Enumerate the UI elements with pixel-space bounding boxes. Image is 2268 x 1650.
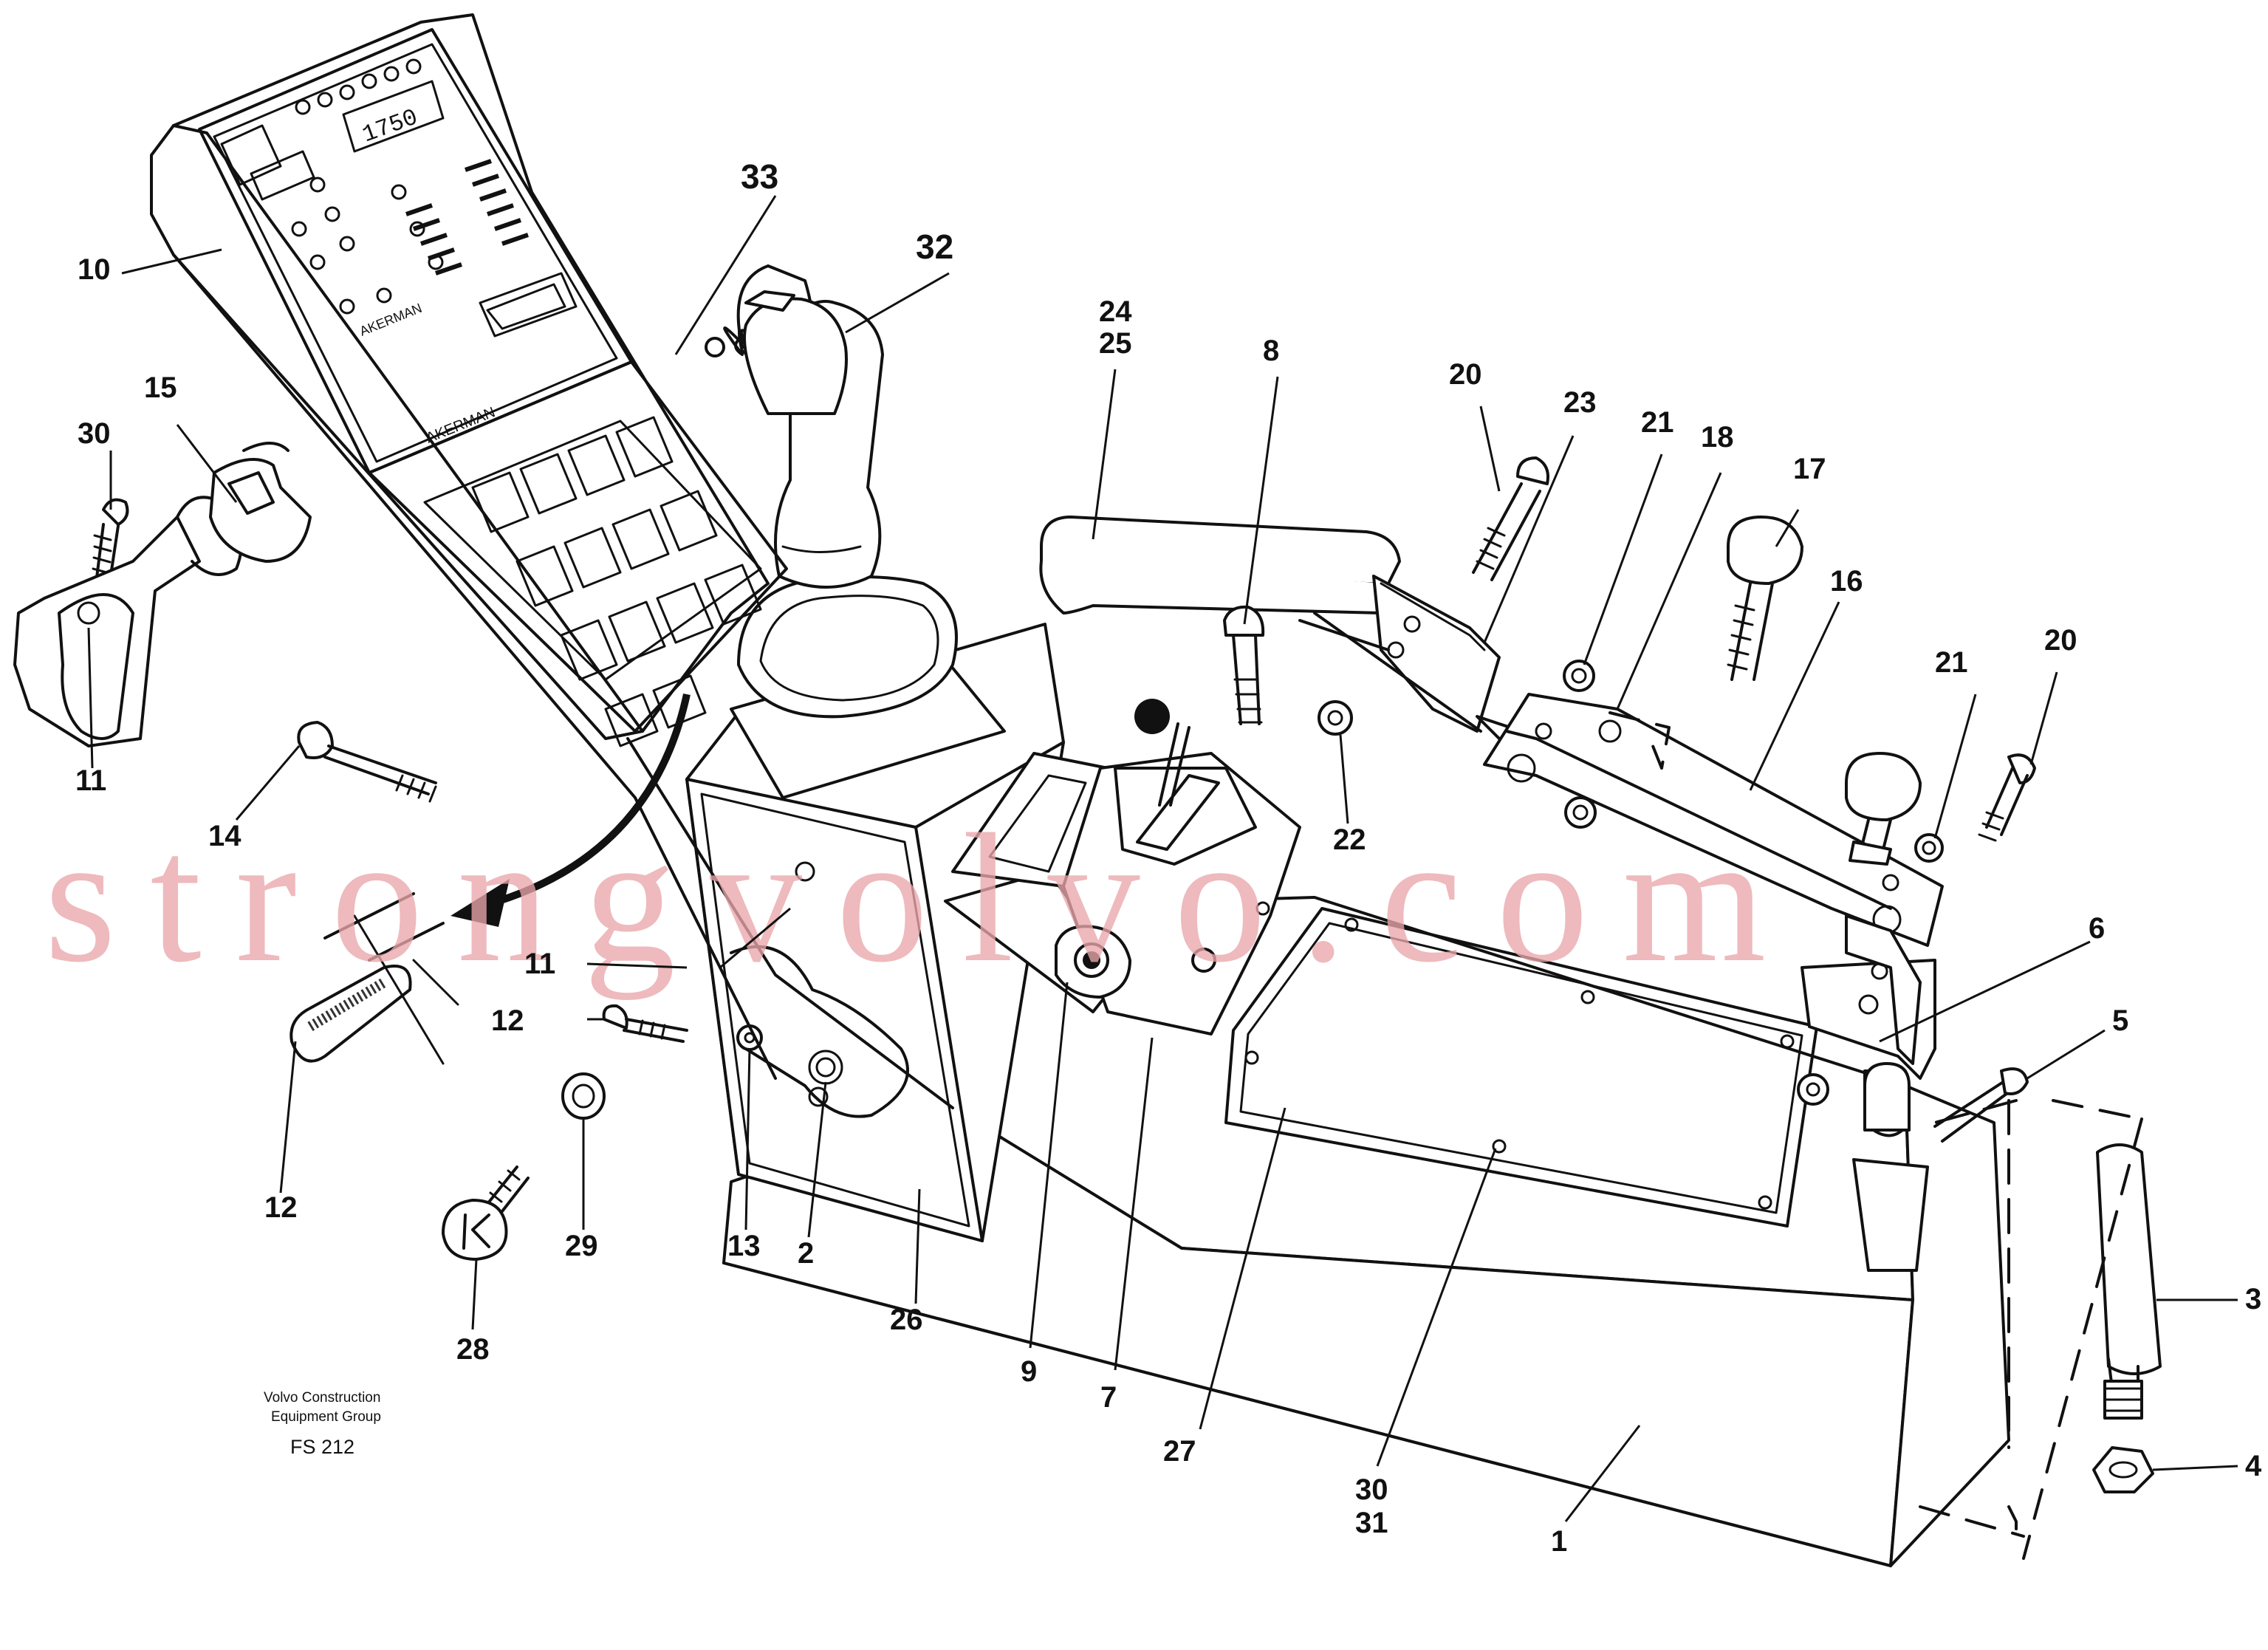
callout-33: 33 [741,157,778,196]
control-panel-drawing: 1750 AKERMAN AKERMAN [150,13,954,1109]
callout-32: 32 [916,227,953,266]
joystick-drawing [705,264,958,719]
callout-3: 3 [2245,1283,2261,1315]
fasteners-drawing [92,456,2162,1560]
callout-18: 17 [1793,453,1826,485]
curved-arrow-head [450,879,510,927]
figure-caption: Volvo Construction Equipment Group FS 21… [264,1390,381,1458]
joystick-housing-drawing [685,623,1065,1242]
callout-11-left: 11 [75,764,106,797]
watermark-text: strongvolvo.com [44,796,1800,1001]
callout-5: 5 [2112,1004,2128,1037]
callout-11: 11 [524,948,555,980]
leader-lines [87,195,2238,1522]
callout-14: 13 [727,1230,761,1262]
callout-21-top: 21 [1641,406,1674,439]
callout-20-top: 20 [1449,358,1482,391]
publisher-line-1: Volvo Construction [264,1390,380,1406]
callout-13: 12 [491,1004,524,1037]
callout-4: 4 [2245,1450,2262,1482]
callout-6: 6 [2089,912,2105,945]
callout-25: 25 [1099,327,1132,360]
callout-2: 2 [798,1237,814,1270]
figure-code: FS 212 [290,1436,354,1458]
callout-8: 8 [1263,335,1279,367]
part-12-drawing [290,892,459,1065]
callout-26: 26 [890,1304,923,1336]
callout-7: 7 [1100,1381,1117,1414]
callout-1: 1 [1551,1525,1567,1558]
bracket-drawing [1483,693,1944,1272]
callout-19: 18 [1701,421,1734,453]
callout-27: 28 [456,1333,490,1366]
left-detail-drawing [13,442,312,747]
arm-rest-drawing [1039,516,1523,740]
callout-24: 24 [1099,295,1132,328]
callout-12-number: 12 [264,1191,298,1224]
callout-29: 27 [1163,1435,1196,1468]
callout-17: 16 [1830,565,1863,598]
gear-selector-drawing [944,699,1301,1035]
callout-20-right: 20 [2044,624,2077,657]
curved-arrow [471,693,691,912]
callout-23: 23 [1563,386,1597,419]
callout-labels: 10 33 32 24 25 8 20 23 21 18 17 16 21 20… [75,157,2262,1558]
callout-15: 14 [208,820,241,852]
callout-31: 31 [1355,1507,1388,1539]
callout-22: 22 [1333,824,1366,856]
callout-21-right: 21 [1935,646,1968,679]
callout-9: 9 [1021,1355,1037,1388]
callout-16: 15 [144,372,177,404]
callout-30-left: 30 [78,417,111,450]
publisher-line-2: Equipment Group [271,1409,381,1425]
callout-10: 10 [78,253,111,286]
callout-30-bottom: 30 [1355,1473,1388,1506]
callout-28: 29 [565,1230,598,1262]
